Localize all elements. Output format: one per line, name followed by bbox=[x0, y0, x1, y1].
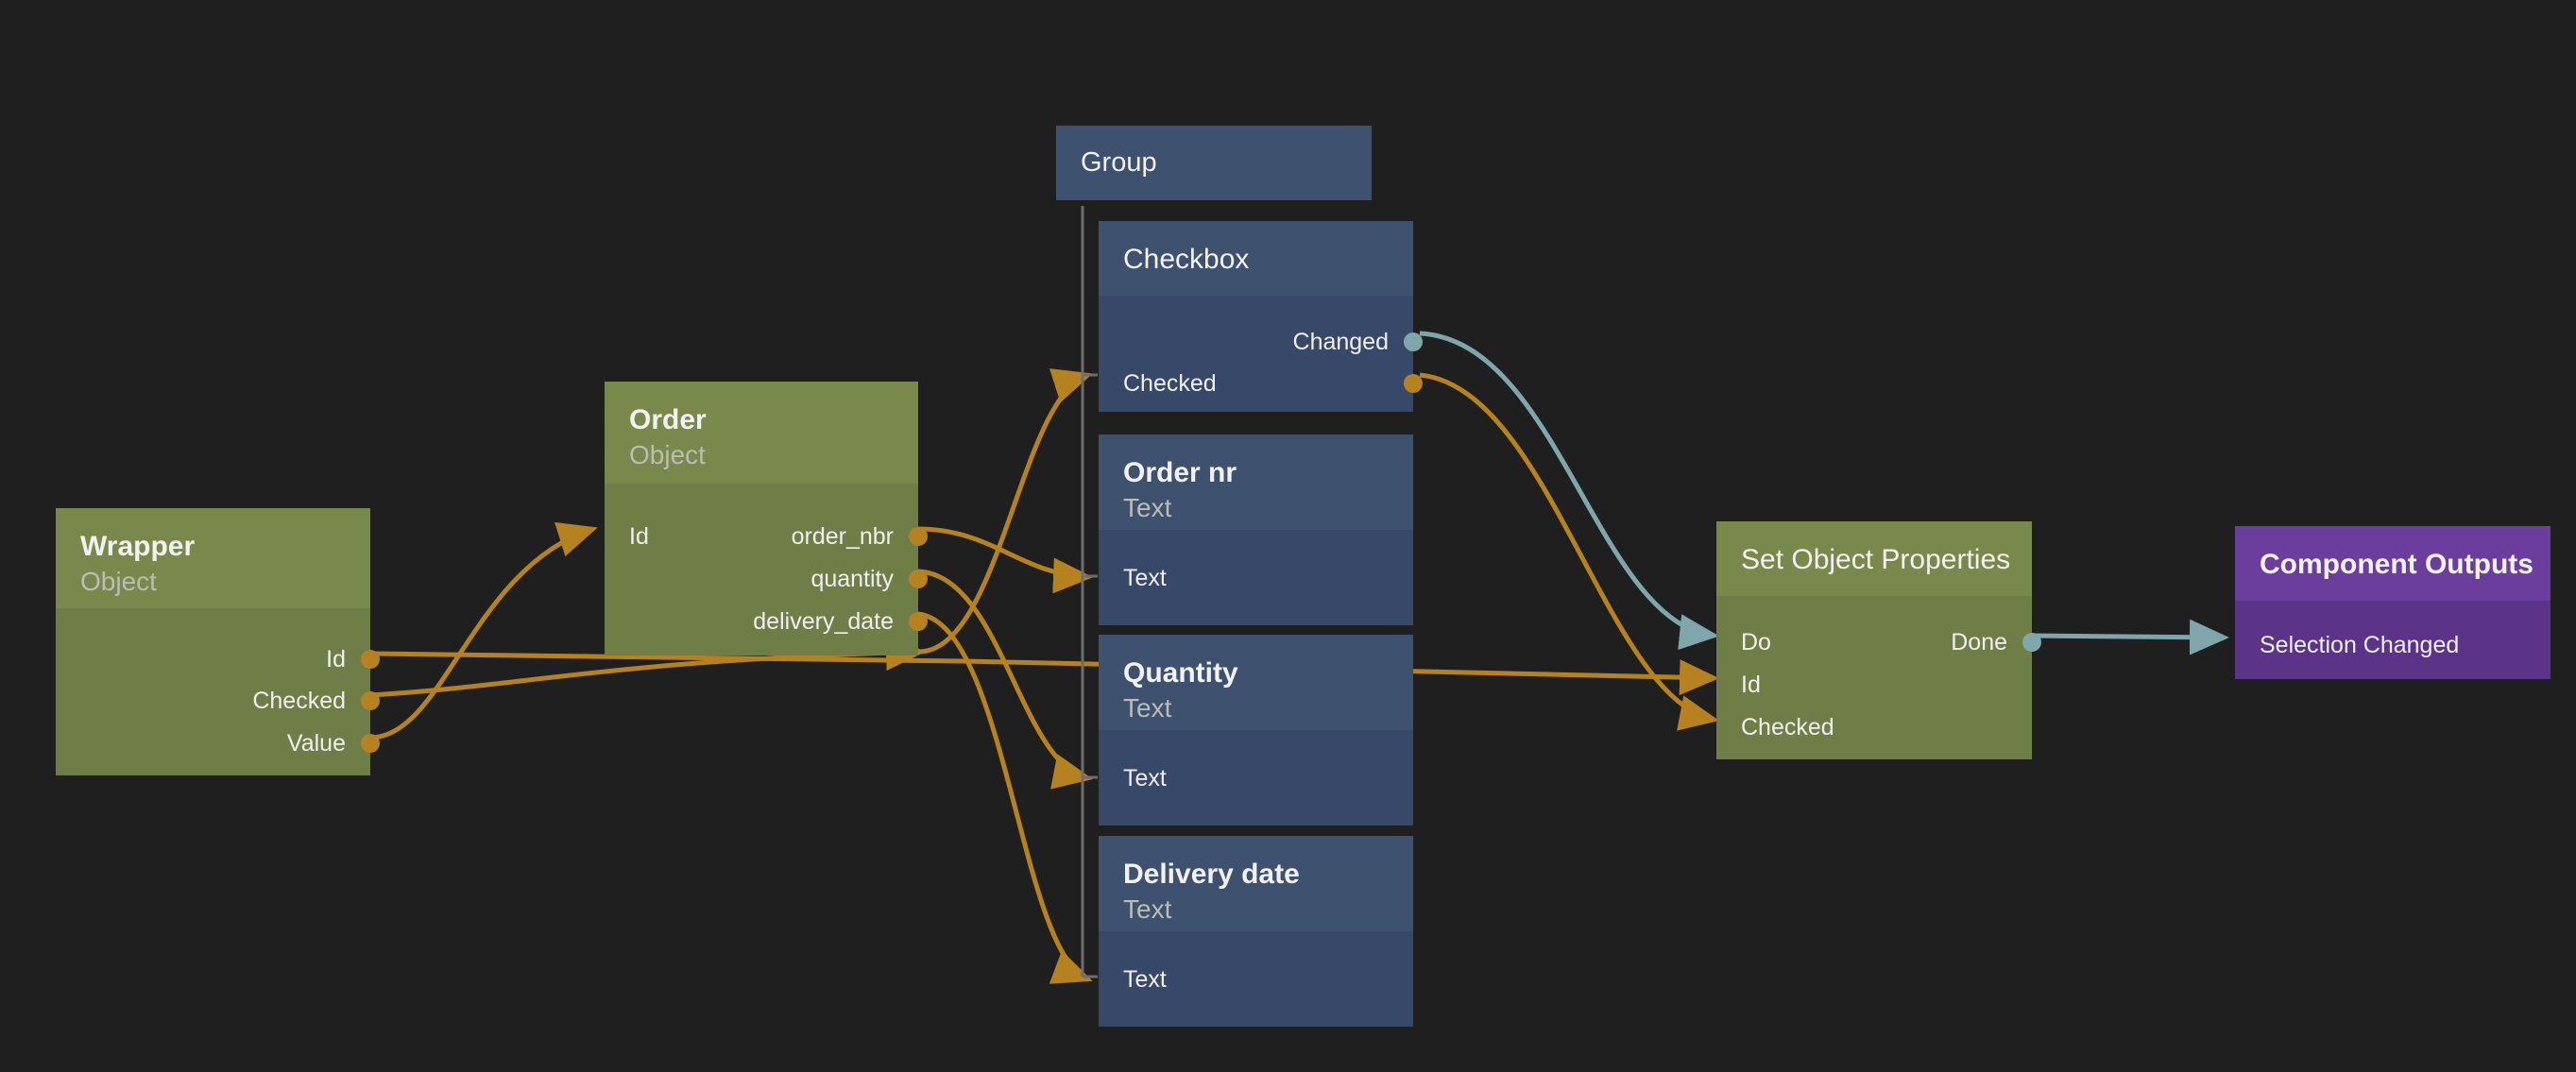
port-label-setprops-done: Done bbox=[1951, 629, 2007, 655]
node-delivery-date-title: Delivery date bbox=[1123, 859, 1300, 890]
node-order-nr-body[interactable]: Text bbox=[1099, 530, 1413, 625]
node-delivery-date-body[interactable]: Text bbox=[1099, 931, 1413, 1027]
port-dot-checkbox-changed[interactable] bbox=[1404, 332, 1423, 351]
node-checkbox-body[interactable]: Changed Checked bbox=[1099, 296, 1423, 412]
port-row-setprops-do[interactable]: Do Done bbox=[1716, 628, 2041, 656]
wire-wrapper-value-to-order-id bbox=[369, 521, 598, 740]
node-order-nr[interactable]: Order nr Text Text bbox=[1099, 434, 1413, 625]
port-label-checkbox-checked: Checked bbox=[1123, 370, 1217, 397]
node-wrapper-subtitle: Object bbox=[80, 567, 157, 596]
node-wrapper-title: Wrapper bbox=[80, 531, 196, 562]
port-dot-order-quantity[interactable] bbox=[909, 570, 928, 588]
port-dot-wrapper-checked[interactable] bbox=[361, 691, 380, 710]
node-quantity-title: Quantity bbox=[1123, 657, 1238, 689]
node-quantity[interactable]: Quantity Text Text bbox=[1099, 635, 1413, 825]
wire-wrapper-id-to-setprops-id bbox=[369, 651, 1719, 696]
port-label-setprops-id: Id bbox=[1741, 672, 1761, 698]
wire-wrapper-checked-to-checkbox-checked bbox=[369, 635, 926, 698]
port-label-setprops-do: Do bbox=[1741, 629, 1771, 655]
node-checkbox-title: Checkbox bbox=[1123, 244, 1250, 275]
port-label-wrapper-value: Value bbox=[286, 730, 346, 757]
group-header-bar[interactable]: Group bbox=[1056, 126, 1372, 200]
wire-order-quantity-to-quantity-text bbox=[917, 569, 1093, 790]
node-order-header[interactable]: Order Object bbox=[605, 382, 918, 484]
port-label-order-order-nbr: order_nbr bbox=[791, 523, 894, 550]
port-row-order-nr-text[interactable]: Text bbox=[1099, 564, 1413, 592]
node-checkbox[interactable]: Checkbox Changed Checked bbox=[1099, 221, 1423, 412]
port-row-order-id[interactable]: Id order_nbr bbox=[605, 522, 928, 551]
port-row-checkbox-changed[interactable]: Changed bbox=[1099, 328, 1423, 356]
port-row-order-delivery-date[interactable]: delivery_date bbox=[605, 607, 928, 636]
port-label-order-id: Id bbox=[629, 523, 649, 550]
port-label-order-nr-text: Text bbox=[1123, 565, 1167, 591]
node-wrapper[interactable]: Wrapper Object Id Checked Value bbox=[56, 508, 380, 775]
group-label: Group bbox=[1081, 147, 1157, 178]
wire-wrapper-checked-seg2 bbox=[920, 368, 1093, 655]
port-dot-wrapper-id[interactable] bbox=[361, 650, 380, 669]
port-label-order-delivery-date: delivery_date bbox=[753, 608, 894, 635]
port-row-setprops-id[interactable]: Id bbox=[1716, 671, 2032, 699]
wire-setprops-done-to-selection-changed bbox=[2031, 619, 2229, 655]
node-component-outputs-body[interactable]: Selection Changed bbox=[2235, 601, 2550, 679]
port-label-delivery-date-text: Text bbox=[1123, 966, 1167, 993]
node-wrapper-body[interactable]: Id Checked Value bbox=[56, 608, 380, 775]
node-order-nr-title: Order nr bbox=[1123, 457, 1237, 488]
node-set-object-properties[interactable]: Set Object Properties Do Done Id Checked bbox=[1716, 521, 2041, 759]
node-quantity-subtitle: Text bbox=[1123, 693, 1172, 723]
node-set-object-properties-title: Set Object Properties bbox=[1741, 544, 2011, 575]
node-checkbox-header[interactable]: Checkbox bbox=[1099, 221, 1413, 296]
port-dot-checkbox-checked-out[interactable] bbox=[1404, 374, 1423, 393]
wire-order-nbr-to-ordernr-text bbox=[917, 526, 1093, 594]
port-dot-order-order-nbr[interactable] bbox=[909, 527, 928, 546]
wire-checkbox-changed-to-setprops-do bbox=[1419, 331, 1719, 650]
port-row-quantity-text[interactable]: Text bbox=[1099, 764, 1413, 792]
port-dot-setprops-done[interactable] bbox=[2022, 633, 2041, 652]
port-dot-order-delivery-date[interactable] bbox=[909, 612, 928, 631]
node-set-object-properties-header[interactable]: Set Object Properties bbox=[1716, 521, 2032, 596]
node-order[interactable]: Order Object Id order_nbr quantity deliv… bbox=[605, 382, 928, 655]
port-row-wrapper-checked[interactable]: Checked bbox=[56, 687, 380, 715]
node-order-nr-subtitle: Text bbox=[1123, 493, 1172, 522]
port-row-wrapper-value[interactable]: Value bbox=[56, 729, 380, 757]
wire-checkbox-checked-to-setprops-checked bbox=[1419, 372, 1719, 731]
node-component-outputs-title: Component Outputs bbox=[2260, 549, 2533, 580]
port-row-order-quantity[interactable]: quantity bbox=[605, 565, 928, 593]
node-component-outputs[interactable]: Component Outputs Selection Changed bbox=[2235, 526, 2550, 679]
port-label-quantity-text: Text bbox=[1123, 765, 1167, 791]
node-delivery-date-subtitle: Text bbox=[1123, 894, 1172, 924]
node-order-title: Order bbox=[629, 404, 707, 435]
node-delivery-date[interactable]: Delivery date Text Text bbox=[1099, 836, 1413, 1027]
node-quantity-body[interactable]: Text bbox=[1099, 730, 1413, 825]
port-label-wrapper-id: Id bbox=[326, 646, 346, 672]
node-delivery-date-header[interactable]: Delivery date Text bbox=[1099, 836, 1413, 931]
port-row-setprops-checked[interactable]: Checked bbox=[1716, 713, 2032, 741]
port-row-selection-changed[interactable]: Selection Changed bbox=[2235, 631, 2550, 659]
node-wrapper-header[interactable]: Wrapper Object bbox=[56, 508, 370, 608]
node-set-object-properties-body[interactable]: Do Done Id Checked bbox=[1716, 596, 2041, 759]
port-row-checkbox-checked[interactable]: Checked bbox=[1099, 369, 1423, 398]
node-order-body[interactable]: Id order_nbr quantity delivery_date bbox=[605, 484, 928, 655]
wire-order-deliverydate-to-deliverydate-text bbox=[917, 611, 1093, 984]
node-component-outputs-header[interactable]: Component Outputs bbox=[2235, 526, 2550, 601]
node-quantity-header[interactable]: Quantity Text bbox=[1099, 635, 1413, 730]
port-label-setprops-checked: Checked bbox=[1741, 714, 1834, 740]
port-label-selection-changed: Selection Changed bbox=[2260, 632, 2460, 658]
node-order-subtitle: Object bbox=[629, 440, 706, 469]
node-order-nr-header[interactable]: Order nr Text bbox=[1099, 434, 1413, 530]
port-row-wrapper-id[interactable]: Id bbox=[56, 645, 380, 673]
port-row-delivery-date-text[interactable]: Text bbox=[1099, 965, 1413, 994]
port-label-checkbox-changed: Changed bbox=[1292, 329, 1389, 355]
port-dot-wrapper-value[interactable] bbox=[361, 734, 380, 753]
port-label-wrapper-checked: Checked bbox=[252, 688, 346, 714]
port-label-order-quantity: quantity bbox=[810, 566, 894, 592]
